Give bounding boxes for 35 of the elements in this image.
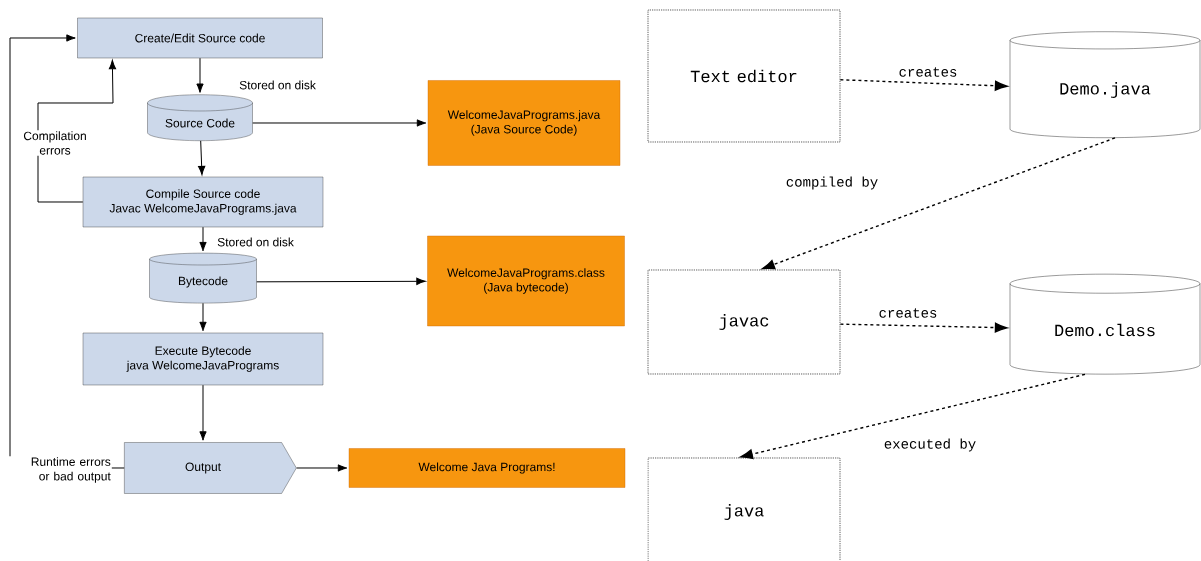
process-box: Execute Bytecode java WelcomeJavaPrograms bbox=[82, 332, 324, 386]
edge-label: Runtime errors or bad output bbox=[0, 456, 112, 484]
file-cylinder: Demo.java bbox=[1009, 31, 1201, 138]
program-box: java bbox=[647, 457, 841, 561]
arrow bbox=[199, 302, 207, 332]
arrow bbox=[839, 79, 1008, 91]
database-cylinder: Bytecode bbox=[149, 252, 257, 304]
output-box: WelcomeJavaPrograms.java (Java Source Code) bbox=[427, 80, 621, 166]
edge-label: Stored on disk bbox=[216, 236, 295, 248]
output-box: Welcome Java Programs! bbox=[348, 448, 626, 488]
program-box: Text editor bbox=[647, 9, 841, 143]
arrow bbox=[199, 384, 207, 441]
output-pentagon: Output bbox=[124, 442, 297, 494]
edge-label: Stored on disk bbox=[238, 79, 317, 91]
edge-label: creates bbox=[877, 307, 939, 319]
process-box: Create/Edit Source code bbox=[77, 17, 323, 59]
edge-label: executed by bbox=[882, 437, 978, 453]
arrow bbox=[256, 277, 426, 285]
arrow bbox=[839, 322, 1008, 333]
edge-label: Compilation errors bbox=[19, 130, 91, 156]
arrow bbox=[37, 59, 117, 203]
process-box: Compile Source code Javac WelcomeJavaPrograms.java bbox=[82, 176, 324, 228]
output-box: WelcomeJavaPrograms.class (Java bytecode) bbox=[427, 235, 625, 327]
program-box: javac bbox=[647, 269, 841, 375]
arrow bbox=[252, 119, 427, 127]
edge-label: compiled by bbox=[784, 175, 880, 191]
arrow bbox=[762, 137, 1116, 270]
arrow bbox=[198, 140, 206, 176]
database-cylinder: Source Code bbox=[147, 94, 253, 141]
arrow bbox=[199, 226, 207, 252]
file-cylinder: Demo.class bbox=[1009, 273, 1201, 375]
edge-label: creates bbox=[897, 66, 959, 78]
arrow bbox=[740, 373, 1086, 460]
arrow bbox=[296, 464, 348, 472]
arrow bbox=[196, 57, 204, 93]
